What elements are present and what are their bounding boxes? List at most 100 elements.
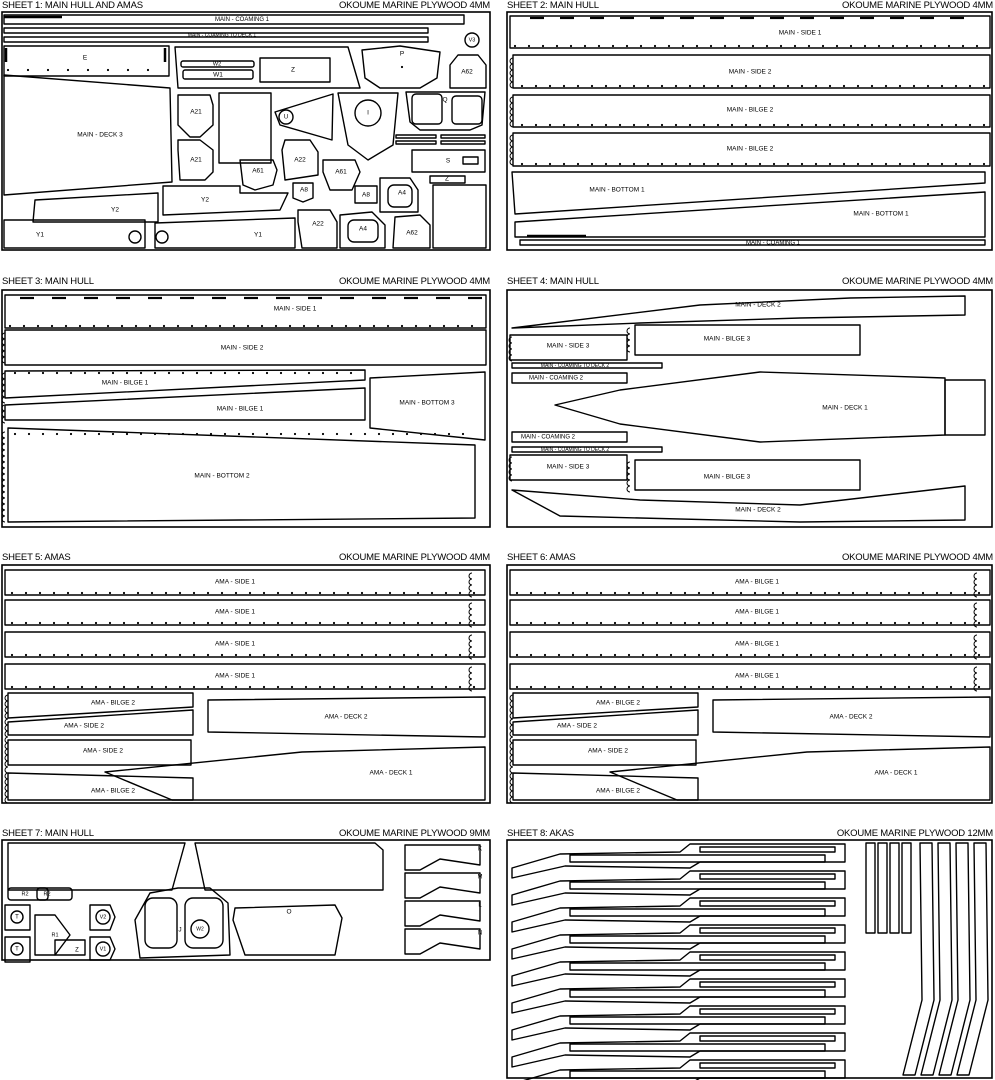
drill-hole	[106, 68, 110, 72]
finger-joint	[468, 666, 473, 674]
part-outline	[232, 904, 343, 956]
drill-hole	[290, 591, 294, 595]
finger-joint	[973, 678, 978, 686]
drill-hole	[388, 685, 392, 689]
drill-hole	[548, 162, 552, 166]
drill-hole	[926, 84, 930, 88]
finger-joint	[4, 796, 9, 804]
drill-hole	[430, 653, 434, 657]
part-label: MAIN - COAMING TO DECK 2	[541, 447, 610, 453]
drill-hole	[192, 685, 196, 689]
drill-hole	[265, 371, 269, 375]
drill-hole	[641, 591, 645, 595]
drill-hole	[823, 685, 827, 689]
drill-hole	[977, 591, 981, 595]
drill-hole	[458, 685, 462, 689]
drill-hole	[55, 432, 59, 436]
drill-hole	[458, 621, 462, 625]
drill-hole	[758, 162, 762, 166]
part-label: A21	[190, 109, 202, 116]
part-label: MAIN - COAMING 2	[529, 376, 584, 382]
drill-hole	[585, 591, 589, 595]
drill-hole	[893, 653, 897, 657]
drill-hole	[444, 591, 448, 595]
part-outline	[7, 427, 476, 523]
part-label: Z	[445, 176, 449, 183]
drill-hole	[527, 44, 531, 48]
part-outline	[36, 887, 73, 901]
part-label: MAIN - SIDE 2	[221, 345, 264, 352]
drill-hole	[192, 653, 196, 657]
drill-hole	[940, 84, 944, 88]
drill-hole	[262, 621, 266, 625]
part-label: S	[446, 158, 451, 165]
part-outline	[509, 631, 991, 658]
part-outline	[4, 599, 486, 626]
part-outline	[938, 842, 971, 1076]
drill-hole	[823, 653, 827, 657]
drill-hole	[800, 123, 804, 127]
part-label: AMA - BILGE 1	[735, 641, 779, 648]
drill-hole	[360, 591, 364, 595]
part-outline	[7, 772, 194, 801]
part-label: AMA - BILGE 1	[735, 579, 779, 586]
part-label: AMA - SIDE 2	[557, 723, 597, 730]
part-label: W1	[213, 72, 223, 79]
part-outline	[405, 91, 486, 131]
drill-hole	[898, 162, 902, 166]
drill-hole	[318, 621, 322, 625]
drill-hole	[585, 685, 589, 689]
finger-joint	[1, 443, 6, 451]
sheet-frame	[1, 839, 491, 961]
drill-hole	[374, 591, 378, 595]
drill-hole	[898, 84, 902, 88]
drill-hole	[543, 685, 547, 689]
part-outline	[207, 696, 486, 738]
drill-hole	[725, 621, 729, 625]
drill-hole	[977, 653, 981, 657]
part-label: MAIN - BILGE 3	[704, 336, 751, 343]
drill-hole	[458, 653, 462, 657]
drill-hole	[669, 621, 673, 625]
part-label: A4	[359, 226, 367, 233]
finger-joint	[1, 455, 6, 463]
drill-hole	[681, 44, 685, 48]
part-label: MAIN - SIDE 3	[547, 343, 590, 350]
part-outline	[369, 371, 486, 441]
part-outline	[404, 844, 481, 871]
drill-hole	[122, 621, 126, 625]
drill-hole	[94, 621, 98, 625]
part-outline	[154, 217, 296, 249]
finger-joint	[468, 634, 473, 642]
finger-joint	[468, 620, 473, 628]
sheet-frame	[1, 564, 491, 804]
drill-hole	[926, 162, 930, 166]
part-label: AMA - DECK 1	[875, 770, 918, 777]
finger-joint	[973, 646, 978, 654]
part-outline	[3, 14, 465, 25]
drill-hole	[781, 685, 785, 689]
drill-hole	[557, 685, 561, 689]
drill-hole	[949, 621, 953, 625]
part-outline	[239, 159, 278, 191]
part-outline	[322, 159, 361, 191]
part-label: MAIN - DECK 3	[77, 132, 123, 139]
drill-hole	[64, 324, 68, 328]
drill-hole	[884, 162, 888, 166]
drill-hole	[234, 621, 238, 625]
drill-hole	[150, 591, 154, 595]
drill-hole	[108, 685, 112, 689]
part-hole	[10, 910, 24, 924]
part-outline	[177, 139, 214, 181]
drill-hole	[646, 162, 650, 166]
drill-hole	[302, 324, 306, 328]
finger-joint	[973, 608, 978, 616]
drill-hole	[69, 371, 73, 375]
drill-hole	[982, 123, 986, 127]
drill-hole	[599, 685, 603, 689]
drill-hole	[515, 653, 519, 657]
drill-hole	[786, 84, 790, 88]
sheet-2-material: OKOUME MARINE PLYWOOD 4MM	[841, 0, 993, 11]
drill-hole	[543, 591, 547, 595]
drill-hole	[94, 653, 98, 657]
